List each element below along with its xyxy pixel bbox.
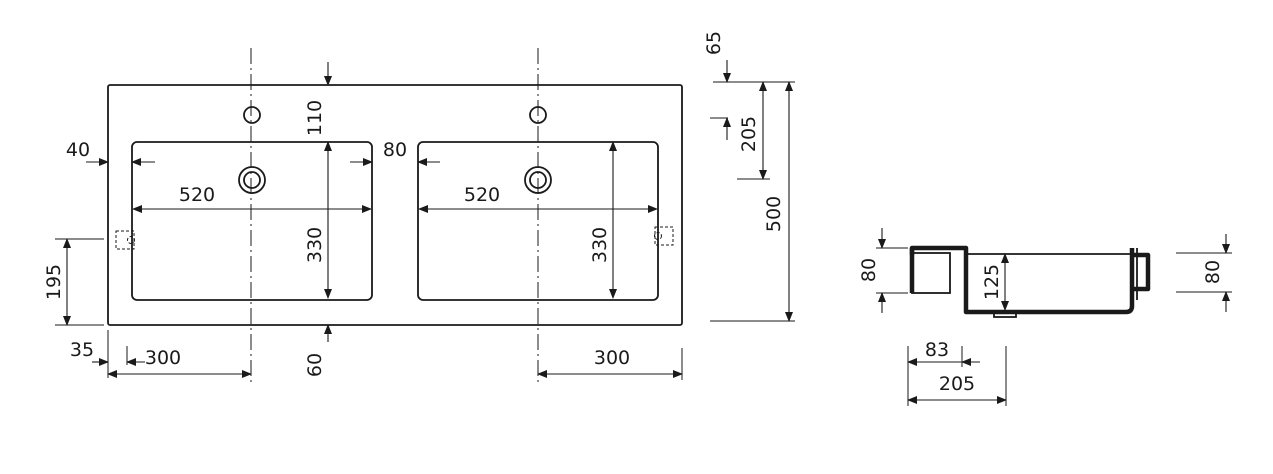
right-drain-icon [524,166,552,194]
overflow-height-label: 195 [43,264,65,300]
left-bowl-outline [131,141,373,301]
bottom-margin-label: 60 [304,353,326,377]
left-margin-label: 40 [66,139,90,161]
left-bowl-depth-label: 330 [304,227,326,263]
left-overflow-icon [115,230,135,250]
side-bowl-depth-label: 125 [981,264,1003,300]
left-tap-hole-icon [243,106,261,124]
tap-offset-right-label: 300 [594,347,630,369]
right-overflow-icon [654,226,674,246]
front-top-offset-label: 65 [703,31,725,55]
side-depth-label: 205 [939,373,975,395]
tap-offset-left-label: 300 [145,347,181,369]
left-bowl-width-label: 520 [179,184,215,206]
side-wall-label: 83 [925,339,949,361]
side-right-height-label: 80 [1202,260,1224,284]
right-tap-hole-icon [529,106,547,124]
section-profile [909,245,1135,315]
top-to-bowl-label: 110 [304,100,326,136]
right-bowl-depth-label: 330 [589,227,611,263]
left-drain-icon [238,166,266,194]
depth-dimensions: 65 205 500 [703,31,795,322]
edge-offset-label: 35 [70,339,94,361]
bowl-gap-label: 80 [383,139,407,161]
side-section: 80 125 80 83 205 [858,228,1232,406]
right-bowl-width-label: 520 [464,184,500,206]
side-rim-height-label: 80 [858,258,880,282]
basin-outline [107,84,683,326]
top-view: 110 60 330 330 520 520 40 80 195 35 [43,48,683,385]
front-total-depth-label: 500 [763,196,785,232]
front-inner-depth-label: 205 [738,116,760,152]
